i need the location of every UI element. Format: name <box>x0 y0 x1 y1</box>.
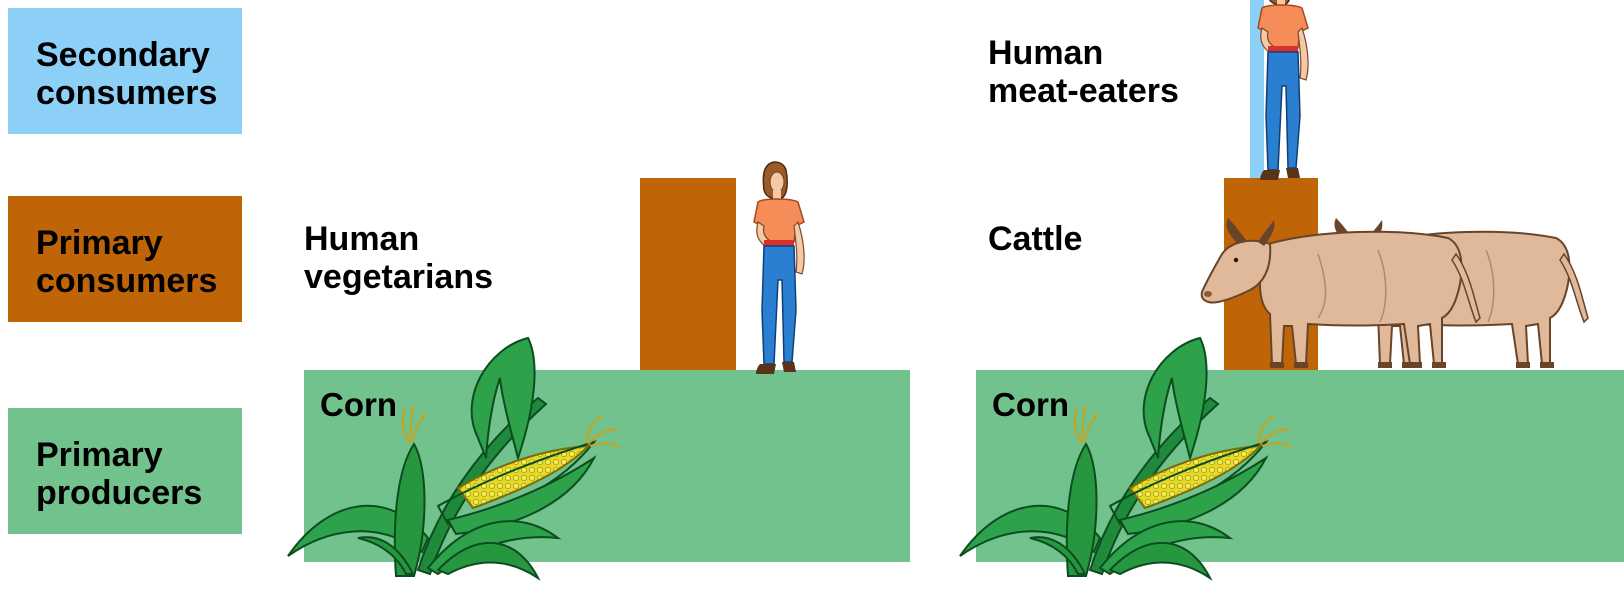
left-woman-figure <box>754 162 804 374</box>
right-woman-figure <box>1258 0 1308 180</box>
left-consumer-label: Human vegetarians <box>304 220 493 296</box>
right-producer-label: Corn <box>992 386 1069 424</box>
left-producer-label: Corn <box>320 386 397 424</box>
left-consumer-bar <box>640 178 736 370</box>
right-secondary-label: Human meat-eaters <box>988 34 1179 110</box>
right-consumer-label: Cattle <box>988 220 1082 258</box>
